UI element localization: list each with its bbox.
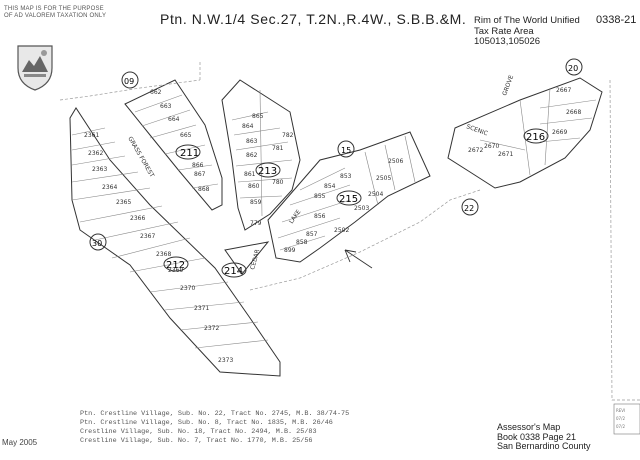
parcel-number: 782 [282,132,294,139]
block-number: 215 [339,194,358,205]
parcel-number: 664 [168,116,180,123]
parcel-number: 2362 [88,150,103,157]
parcel-number: 857 [306,231,318,238]
parcel-number: 2369 [168,267,183,274]
svg-text:07/2: 07/2 [616,424,625,429]
section-number: 22 [464,204,474,213]
block-number: 213 [258,166,277,177]
parcel-number: 856 [314,213,326,220]
street-name: SCENIC [465,123,488,137]
parcel-number: 2371 [194,305,209,312]
subdivision-line: Ptn. Crestline Village, Sub. No. 8, Trac… [80,419,333,427]
parcel-number: 663 [160,103,172,110]
parcel-number: 2367 [140,233,155,240]
county-seal-icon [14,42,56,92]
parcel-number: 2503 [354,205,369,212]
parcel-number: 2670 [484,143,499,150]
section-number: 09 [124,77,134,86]
page-title: Ptn. N.W.1/4 Sec.27, T.2N.,R.4W., S.B.B.… [160,11,467,27]
parcel-number: 665 [180,132,192,139]
parcel-number: 2506 [388,158,403,165]
subdivision-notes: Ptn. Crestline Village, Sub. No. 22, Tra… [80,410,349,446]
parcel-number: 2669 [552,129,567,136]
section-number: 20 [568,64,578,73]
parcel-number: 864 [242,123,254,130]
map-number: 0338-21 [596,14,637,26]
tax-rate-area: Rim of The World Unified Tax Rate Area 1… [474,15,580,48]
parcel-number: 2672 [468,147,483,154]
block-number: 214 [224,266,243,277]
subdivision-line: Crestline Village, Sub. No. 7, Tract No.… [80,437,313,445]
parcel-number: 858 [296,239,308,246]
parcel-number: 2372 [204,325,219,332]
parcel-number: 2366 [130,215,145,222]
parcel-number: 2363 [92,166,107,173]
disclaimer-line: THIS MAP IS FOR THE PURPOSE [4,6,104,12]
parcel-number: 854 [324,183,336,190]
map-date: May 2005 [2,438,38,447]
parcel-number: 899 [284,247,296,254]
parcel-number: 2368 [156,251,171,258]
assessor-block: Assessor's Map Book 0338 Page 21 San Ber… [497,422,591,452]
parcel-number: 861 [244,171,256,178]
section-number: 30 [92,239,102,248]
parcel-number: 662 [150,89,162,96]
parcel-number: 2364 [102,184,117,191]
parcel-number: 867 [194,171,206,178]
parcel-number: 2671 [498,151,513,158]
parcel-number: 866 [192,162,204,169]
parcel-number: 2370 [180,285,195,292]
tax-rate-line: Rim of The World Unified [474,15,580,26]
street-name: CEDAR [249,249,261,271]
assessor-line: Book 0338 Page 21 [497,431,577,442]
parcel-number: 780 [272,179,284,186]
parcel-number: 859 [250,199,262,206]
parcel-number: 855 [314,193,326,200]
parcel-number: 853 [340,173,352,180]
tax-rate-line: Tax Rate Area [474,25,534,37]
parcel-number: 781 [272,145,284,152]
disclaimer-line: OF AD VALOREM TAXATION ONLY [4,13,107,19]
parcel-number: 862 [246,152,258,159]
parcel-number: 865 [252,113,264,120]
street-name: LAKE [288,208,303,225]
parcel-number: 2668 [566,109,581,116]
parcel-number: 868 [198,186,210,193]
parcel-number: 779 [250,220,262,227]
block-number: 212 [166,260,185,271]
assessor-line: Assessor's Map [497,422,561,432]
parcel-number: 2504 [368,191,383,198]
subdivision-line: Ptn. Crestline Village, Sub. No. 22, Tra… [80,410,350,418]
block-number: 211 [180,148,199,159]
parcel-number: 2502 [334,227,349,234]
block-number: 216 [526,132,545,143]
parcel-number: 2373 [218,357,233,364]
parcel-number: 2361 [84,132,99,139]
svg-text:07/2: 07/2 [616,416,625,421]
street-name: GRASS FOREST [126,136,155,179]
street-name: GROVE [501,74,515,97]
subdivision-line: Crestline Village, Sub. No. 18, Tract No… [80,428,317,436]
disclaimer: THIS MAP IS FOR THE PURPOSE OF AD VALORE… [4,6,106,20]
parcel-number: 2505 [376,175,391,182]
parcel-number: 860 [248,183,260,190]
section-number: 15 [341,146,351,155]
parcel-number: 2667 [556,87,571,94]
parcel-number: 2365 [116,199,131,206]
svg-text:REVI: REVI [616,408,625,413]
parcel-number: 863 [246,138,258,145]
assessor-line: San Bernardino County [497,441,591,451]
tax-rate-line: 105013,105026 [474,36,541,47]
